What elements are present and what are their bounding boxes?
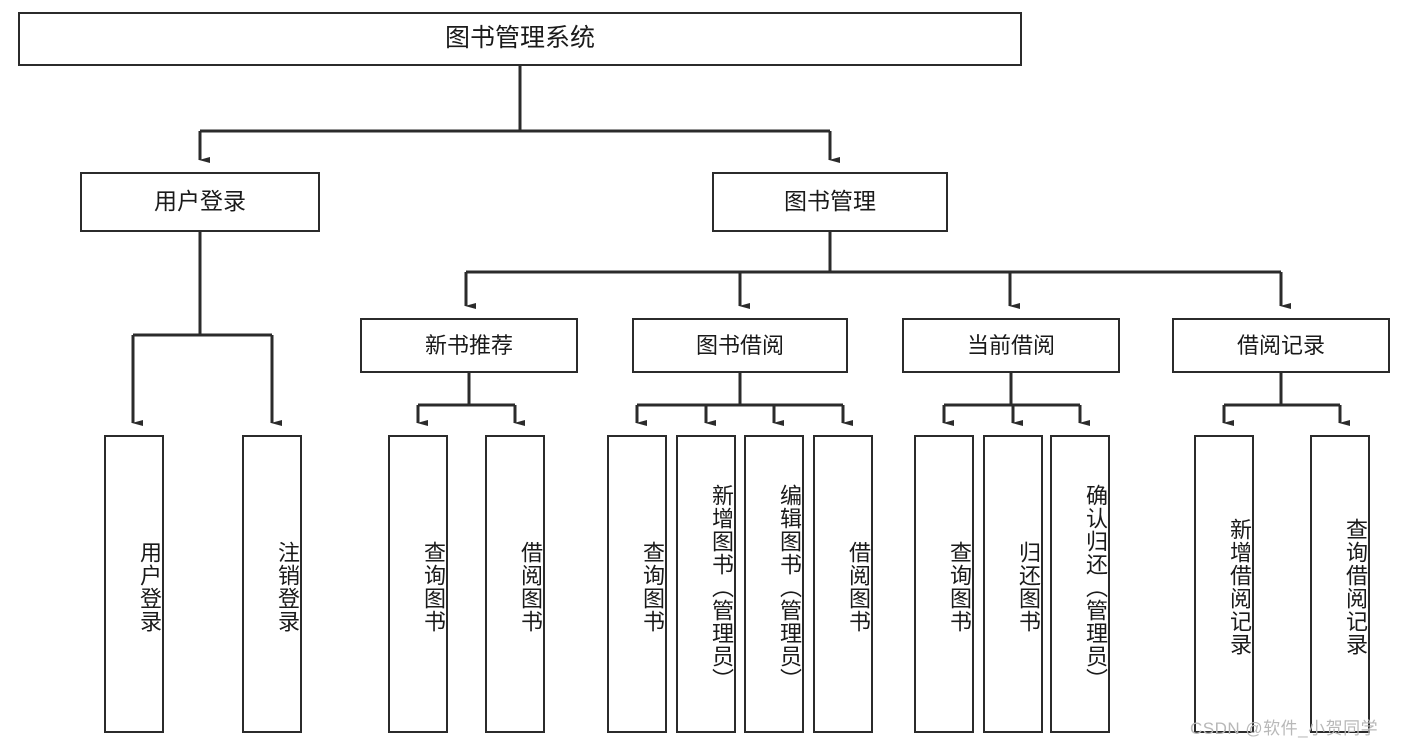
node-label: 借阅图书	[518, 541, 543, 633]
leaf-add-book-admin[interactable]: 新增图书（管理员）	[676, 435, 736, 733]
node-label: 借阅记录	[1236, 332, 1325, 358]
watermark-text: CSDN @软件_小贺同学	[1190, 719, 1379, 738]
node-label: 查询图书	[640, 541, 665, 633]
node-borrow-records[interactable]: 借阅记录	[1172, 318, 1390, 373]
node-label: 图书借阅	[695, 332, 784, 358]
node-label: 新增借阅记录	[1227, 518, 1252, 656]
node-book-borrow[interactable]: 图书借阅	[632, 318, 848, 373]
node-root-system[interactable]: 图书管理系统	[18, 12, 1022, 66]
node-label: 编辑图书（管理员）	[777, 483, 802, 691]
node-label: 图书管理系统	[444, 24, 595, 53]
leaf-add-borrow-record[interactable]: 新增借阅记录	[1194, 435, 1254, 733]
leaf-query-borrow-record[interactable]: 查询借阅记录	[1310, 435, 1370, 733]
node-label: 查询图书	[421, 541, 446, 633]
node-label: 图书管理	[784, 188, 876, 215]
leaf-query-books-borrow[interactable]: 查询图书	[607, 435, 667, 733]
leaf-return-books[interactable]: 归还图书	[983, 435, 1043, 733]
node-label: 当前借阅	[966, 332, 1055, 358]
node-label: 归还图书	[1016, 541, 1041, 633]
node-label: 新增图书（管理员）	[709, 483, 734, 691]
node-label: 确认归还（管理员）	[1083, 483, 1108, 691]
leaf-confirm-return-admin[interactable]: 确认归还（管理员）	[1050, 435, 1110, 733]
node-label: 用户登录	[154, 188, 246, 215]
node-label: 注销登录	[275, 541, 300, 633]
node-book-management[interactable]: 图书管理	[712, 172, 948, 232]
node-label: 新书推荐	[424, 332, 513, 358]
node-label: 借阅图书	[846, 541, 871, 633]
leaf-user-logout[interactable]: 注销登录	[242, 435, 302, 733]
node-label: 用户登录	[137, 541, 162, 633]
leaf-query-books-recommend[interactable]: 查询图书	[388, 435, 448, 733]
node-new-book-recommend[interactable]: 新书推荐	[360, 318, 578, 373]
leaf-edit-book-admin[interactable]: 编辑图书（管理员）	[744, 435, 804, 733]
leaf-query-books-current[interactable]: 查询图书	[914, 435, 974, 733]
node-user-login[interactable]: 用户登录	[80, 172, 320, 232]
node-label: 查询借阅记录	[1343, 518, 1368, 656]
leaf-user-login[interactable]: 用户登录	[104, 435, 164, 733]
node-current-borrow[interactable]: 当前借阅	[902, 318, 1120, 373]
leaf-borrow-books-recommend[interactable]: 借阅图书	[485, 435, 545, 733]
node-label: 查询图书	[947, 541, 972, 633]
leaf-borrow-books-borrow[interactable]: 借阅图书	[813, 435, 873, 733]
